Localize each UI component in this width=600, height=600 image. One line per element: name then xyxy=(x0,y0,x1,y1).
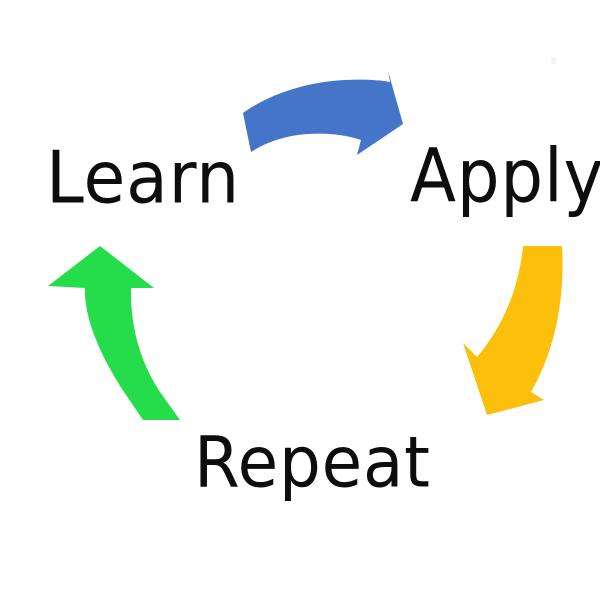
scan-artifact xyxy=(551,57,556,64)
cycle-label-learn: Learn xyxy=(46,135,241,221)
cycle-label-apply: Apply xyxy=(410,133,600,220)
cycle-label-repeat: Repeat xyxy=(194,422,431,504)
green-curved-arrow xyxy=(48,246,180,420)
yellow-curved-arrow xyxy=(463,246,563,415)
blue-curved-arrow xyxy=(243,71,403,155)
